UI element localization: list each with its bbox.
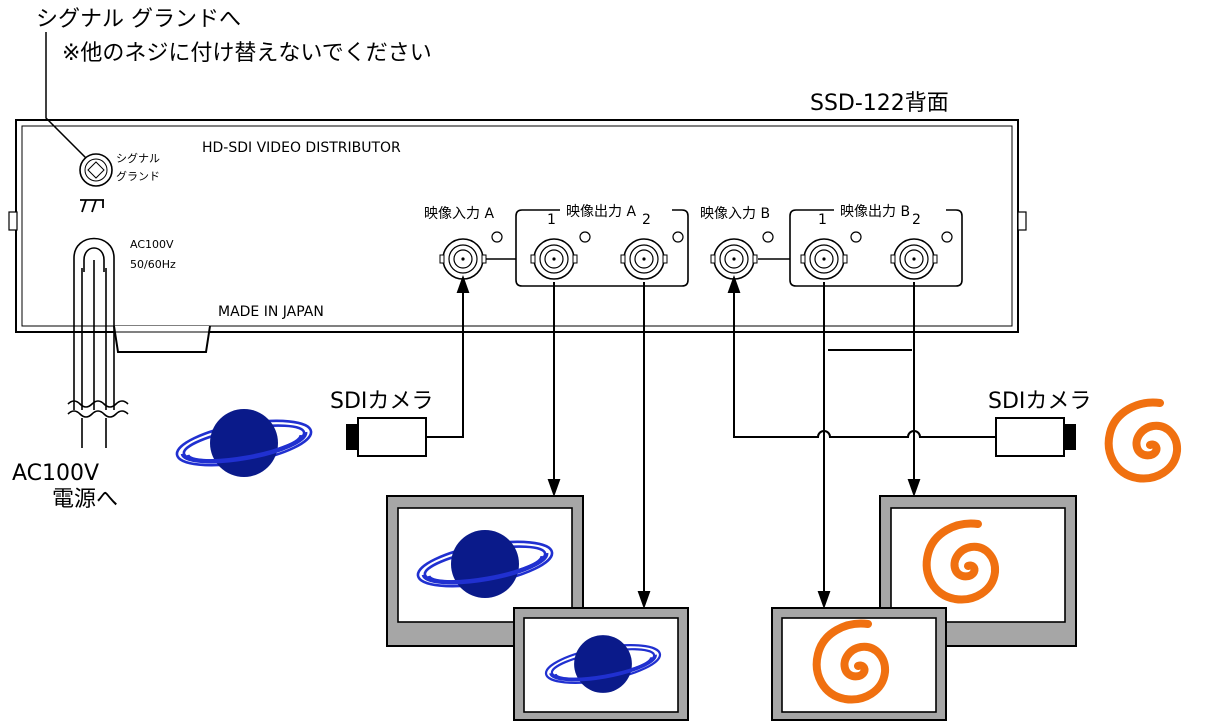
origin-label: MADE IN JAPAN (218, 304, 324, 320)
output-b-group-box (789, 209, 963, 287)
power-note-line2: 電源へ (52, 487, 118, 512)
planet-subject-icon (172, 407, 316, 479)
led-input-b (762, 231, 774, 243)
ground-screw-icon (79, 153, 113, 187)
power-rating-1: AC100V (130, 238, 174, 251)
ground-leader-line (45, 32, 87, 159)
camera-right-icon (995, 417, 1076, 457)
monitor-b2 (879, 495, 1077, 647)
power-rating-2: 50/60Hz (130, 258, 176, 271)
input-a-label: 映像入力 A (424, 206, 494, 222)
bnc-input-a[interactable] (439, 238, 487, 280)
signal-cables (426, 275, 996, 609)
led-output-a1 (579, 231, 591, 243)
ground-label-1: シグナル (116, 151, 160, 165)
led-output-a2 (672, 231, 684, 243)
panel-model-label: HD-SDI VIDEO DISTRIBUTOR (202, 140, 401, 156)
port-b1-number: 1 (818, 212, 827, 228)
output-a-label: 映像出力 A (566, 204, 636, 220)
monitor-a2 (513, 607, 689, 721)
output-b-label: 映像出力 B (840, 204, 910, 220)
ground-label-2: グランド (116, 169, 160, 183)
led-output-b2 (941, 231, 953, 243)
rear-panel (8, 119, 1027, 353)
bnc-input-b[interactable] (710, 238, 758, 280)
camera-left-label: SDIカメラ (330, 389, 433, 414)
output-a-group-box (515, 209, 689, 287)
power-cord (67, 237, 129, 448)
port-a2-number: 2 (642, 212, 651, 228)
port-b2-number: 2 (912, 212, 921, 228)
bnc-output-b2[interactable] (890, 238, 938, 280)
bnc-output-a2[interactable] (620, 238, 668, 280)
input-b-label: 映像入力 B (700, 206, 770, 222)
device-title: SSD-122背面 (810, 91, 949, 116)
port-a1-number: 1 (547, 212, 556, 228)
bnc-output-b1[interactable] (800, 238, 848, 280)
ground-symbol-icon (80, 199, 104, 213)
monitor-b1 (771, 607, 947, 721)
bnc-output-a1[interactable] (530, 238, 578, 280)
ground-note-line1: シグナル グランドへ (36, 7, 241, 32)
power-note-line1: AC100V (12, 461, 99, 486)
led-output-b1 (850, 231, 862, 243)
ground-note-line2: ※他のネジに付け替えないでください (62, 41, 432, 66)
camera-left-icon (346, 417, 427, 457)
camera-right-label: SDIカメラ (988, 389, 1091, 414)
spiral-subject-icon (1109, 403, 1177, 479)
led-input-a (491, 231, 503, 243)
